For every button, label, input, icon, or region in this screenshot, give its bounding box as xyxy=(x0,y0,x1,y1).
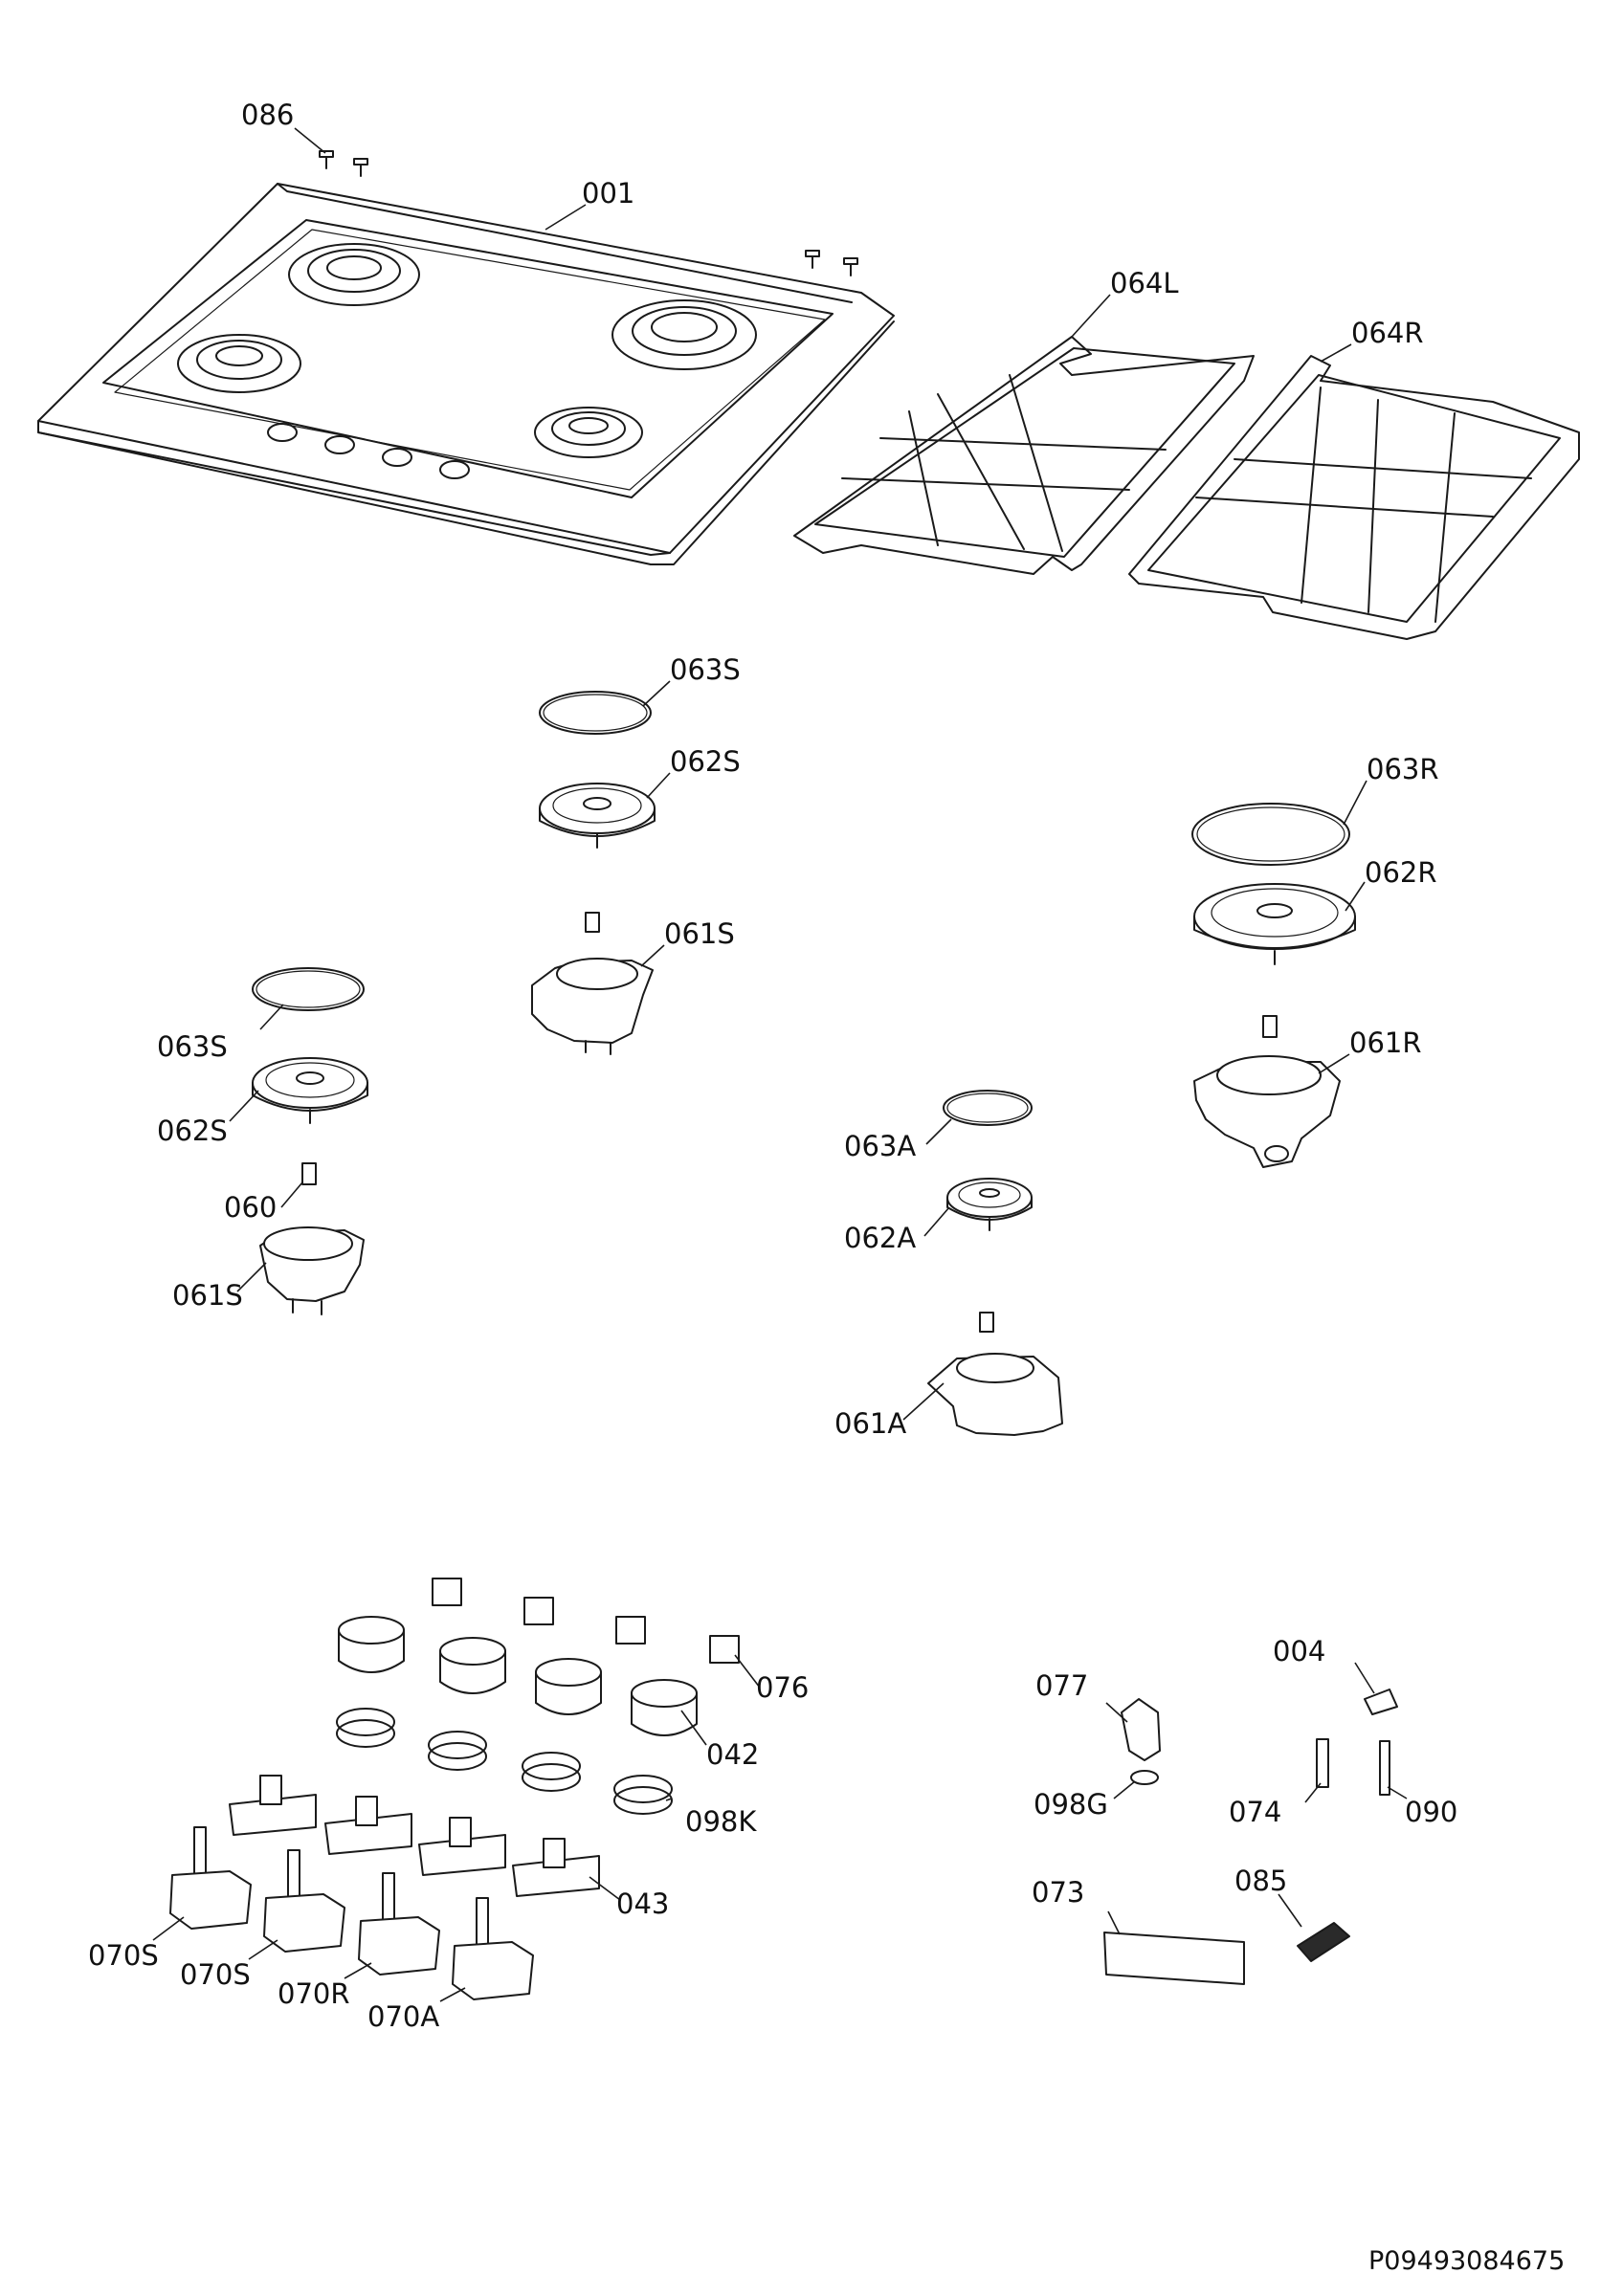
label-062A: 062A xyxy=(844,1222,916,1254)
burner-crown-062A xyxy=(946,1178,1033,1231)
label-064L: 064L xyxy=(1110,267,1179,299)
burner-cap-063R xyxy=(1191,803,1350,866)
burner-cap-063A xyxy=(943,1090,1033,1126)
hob-top-panel xyxy=(37,183,895,565)
document-reference: P09493084675 xyxy=(1368,2246,1565,2276)
label-004: 004 xyxy=(1273,1635,1325,1667)
pan-support-right xyxy=(1128,355,1580,640)
label-061S-left: 061S xyxy=(172,1279,243,1312)
burner-body-061A xyxy=(927,1312,1063,1436)
knob-seals-098K xyxy=(336,1708,673,1815)
burner-body-061S-left xyxy=(259,1226,365,1315)
burner-body-061S-top xyxy=(531,912,654,1055)
label-062S-top: 062S xyxy=(670,745,741,778)
gas-elbow-077 xyxy=(1121,1698,1161,1761)
label-074: 074 xyxy=(1229,1796,1281,1828)
screw-086-group xyxy=(319,150,858,276)
label-086: 086 xyxy=(241,99,294,131)
burner-crown-062S-left xyxy=(252,1057,368,1124)
thermocouple-074 xyxy=(1316,1738,1329,1788)
part-labels: 086 001 064L 064R 063S 062S 063R 062R 06… xyxy=(88,99,1457,2033)
label-063S-left: 063S xyxy=(157,1030,228,1063)
label-098K: 098K xyxy=(685,1805,757,1838)
label-061R: 061R xyxy=(1349,1027,1422,1059)
label-090: 090 xyxy=(1405,1796,1457,1828)
clip-004 xyxy=(1364,1689,1398,1715)
label-064R: 064R xyxy=(1351,317,1424,349)
label-070R: 070R xyxy=(278,1977,350,2010)
label-042: 042 xyxy=(706,1738,759,1771)
label-070S-2: 070S xyxy=(180,1958,251,1991)
ignition-generator-073 xyxy=(1103,1932,1245,1985)
washer-098G xyxy=(1130,1770,1159,1785)
burner-crown-062R xyxy=(1193,883,1356,965)
label-061S-top: 061S xyxy=(664,917,735,950)
label-062R: 062R xyxy=(1365,856,1437,889)
label-063S-top: 063S xyxy=(670,653,741,686)
pan-support-left xyxy=(793,336,1255,575)
label-060: 060 xyxy=(224,1191,277,1224)
label-043: 043 xyxy=(616,1888,669,1920)
label-077: 077 xyxy=(1035,1669,1088,1702)
knob-clips-076 xyxy=(432,1578,740,1664)
burner-cap-063S-top xyxy=(539,691,652,735)
label-076: 076 xyxy=(756,1671,809,1704)
control-knobs-042 xyxy=(338,1616,698,1736)
burner-crown-062S-top xyxy=(539,783,656,849)
valve-brackets-043 xyxy=(229,1775,600,1897)
label-063R: 063R xyxy=(1367,753,1439,785)
label-098G: 098G xyxy=(1034,1788,1108,1821)
label-063A: 063A xyxy=(844,1130,916,1162)
label-061A: 061A xyxy=(834,1407,906,1440)
label-001: 001 xyxy=(582,177,634,210)
leader-lines xyxy=(152,127,1408,2002)
label-070A: 070A xyxy=(367,2000,439,2033)
label-085: 085 xyxy=(1234,1865,1287,1897)
cable-clip-085 xyxy=(1297,1922,1350,1962)
label-062S-left: 062S xyxy=(157,1115,228,1147)
burner-body-061R xyxy=(1193,1015,1341,1168)
label-070S-1: 070S xyxy=(88,1939,159,1972)
spark-plug-090 xyxy=(1379,1740,1390,1796)
burner-cap-063S-left xyxy=(252,967,365,1011)
label-073: 073 xyxy=(1032,1876,1084,1909)
gas-valves-070 xyxy=(169,1826,534,2000)
injector-060 xyxy=(301,1162,317,1185)
